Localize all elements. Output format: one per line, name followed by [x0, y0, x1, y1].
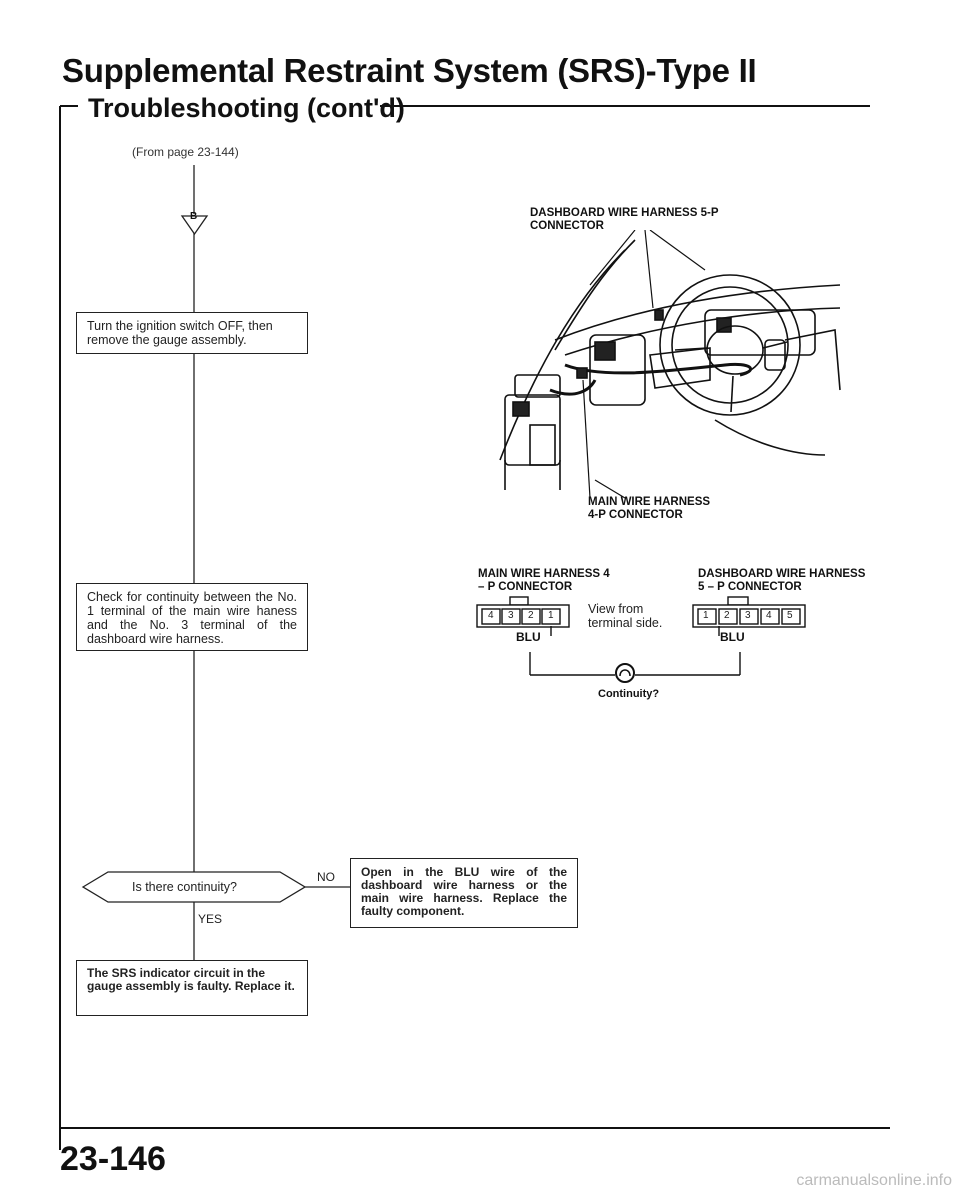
- right-wire-color: BLU: [720, 630, 745, 644]
- left-pin-4: 4: [488, 610, 494, 621]
- right-pin-4: 4: [766, 610, 772, 621]
- result-open-blu-wire: Open in the BLU wire of the dashboard wi…: [350, 858, 578, 928]
- continuity-test-circuit: [529, 626, 741, 683]
- left-pin-1: 1: [548, 610, 554, 621]
- entry-marker-letter: B: [190, 211, 198, 222]
- right-pin-2: 2: [724, 610, 730, 621]
- step-check-continuity: Check for continuity between the No. 1 t…: [76, 583, 308, 651]
- right-connector-title: DASHBOARD WIRE HARNESS 5 – P CONNECTOR: [698, 568, 866, 593]
- page-number: 23-146: [60, 1140, 166, 1178]
- view-from-terminal-note: View from terminal side.: [588, 602, 663, 630]
- no-branch-label: NO: [317, 870, 335, 884]
- right-pin-1: 1: [703, 610, 709, 621]
- left-wire-color: BLU: [516, 630, 541, 644]
- dashboard-connector-callout: DASHBOARD WIRE HARNESS 5-P CONNECTOR: [530, 207, 719, 232]
- continuity-question: Continuity?: [598, 688, 660, 700]
- entry-marker-triangle: [180, 215, 209, 236]
- step-turn-ignition-off: Turn the ignition switch OFF, then remov…: [76, 312, 308, 354]
- main-harness-4p-connector: [476, 596, 570, 628]
- dashboard-harness-5p-connector: [692, 596, 806, 628]
- left-pin-3: 3: [508, 610, 514, 621]
- dashboard-illustration: [499, 230, 841, 499]
- decision-question: Is there continuity?: [132, 880, 237, 894]
- yes-branch-label: YES: [198, 912, 223, 926]
- result-srs-indicator-faulty: The SRS indicator circuit in the gauge a…: [76, 960, 308, 1016]
- main-harness-connector-callout: MAIN WIRE HARNESS 4-P CONNECTOR: [588, 496, 711, 521]
- right-pin-3: 3: [745, 610, 751, 621]
- source-watermark: carmanualsonline.info: [796, 1172, 952, 1189]
- from-page-reference: (From page 23-144): [132, 145, 239, 159]
- page-title: Supplemental Restraint System (SRS)-Type…: [62, 52, 757, 89]
- left-pin-2: 2: [528, 610, 534, 621]
- left-connector-title: MAIN WIRE HARNESS 4 – P CONNECTOR: [478, 568, 610, 593]
- section-subtitle: Troubleshooting (cont'd): [88, 93, 405, 123]
- right-pin-5: 5: [787, 610, 793, 621]
